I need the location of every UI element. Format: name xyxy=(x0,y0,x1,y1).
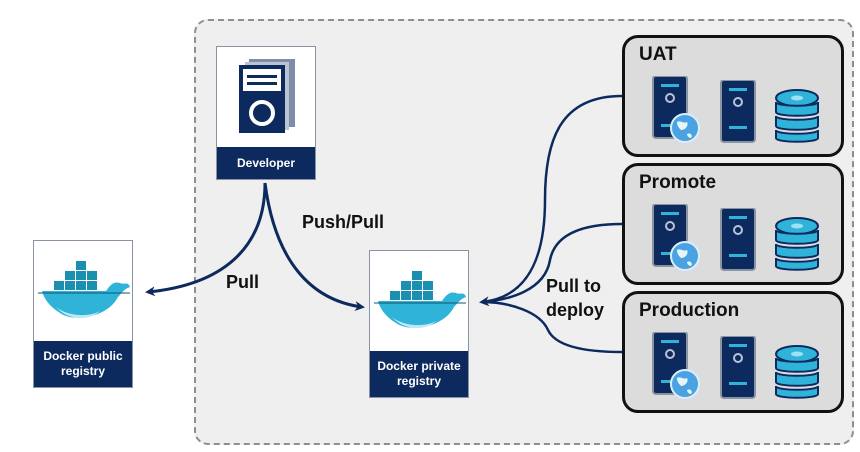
edge-developer-to-private xyxy=(263,182,365,312)
docker-whale-icon xyxy=(374,271,466,329)
database-icon xyxy=(775,89,819,143)
edge-developer-to-public xyxy=(145,182,267,297)
environment-uat[interactable]: UAT xyxy=(622,35,844,157)
server-book-icon xyxy=(239,59,295,133)
public-registry-label: Docker public registry xyxy=(34,341,132,387)
edge-label-pull: Pull xyxy=(226,272,260,292)
database-icon xyxy=(775,217,819,271)
environment-title: Production xyxy=(639,300,740,321)
web-server-icon xyxy=(652,204,700,271)
environment-title: Promote xyxy=(639,172,717,193)
edge-label-pull-to-deploy: Pull to deploy xyxy=(546,276,605,320)
edge-uat-to-private xyxy=(479,94,623,307)
private-registry-label: Docker private registry xyxy=(370,351,468,397)
environment-title: UAT xyxy=(639,44,677,65)
edge-promote-to-private xyxy=(481,222,623,304)
database-icon xyxy=(775,345,819,399)
server-icon xyxy=(720,208,756,271)
public-registry-node[interactable]: Docker public registry xyxy=(33,240,133,388)
private-registry-node[interactable]: Docker private registry xyxy=(369,250,469,398)
environment-promote[interactable]: Promote xyxy=(622,163,844,285)
edge-production-to-private xyxy=(481,300,623,354)
environment-production[interactable]: Production xyxy=(622,291,844,413)
docker-whale-icon xyxy=(38,261,130,319)
web-server-icon xyxy=(652,76,700,143)
server-icon xyxy=(720,80,756,143)
edge-label-push-pull: Push/Pull xyxy=(302,212,385,232)
server-icon xyxy=(720,336,756,399)
web-server-icon xyxy=(652,332,700,399)
developer-label: Developer xyxy=(217,147,315,179)
developer-node[interactable]: Developer xyxy=(216,46,316,180)
